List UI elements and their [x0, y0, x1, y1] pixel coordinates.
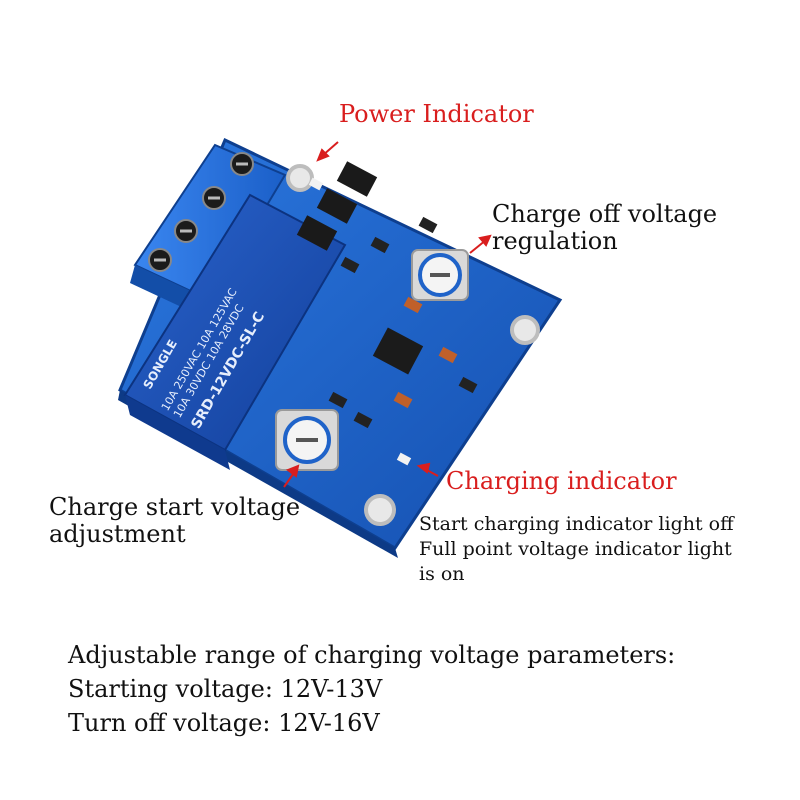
- spec-line2: Starting voltage: 12V-13V: [68, 675, 383, 703]
- charging-led: [396, 452, 412, 466]
- potentiometer-charge-start: [275, 409, 339, 471]
- charge-start-label-line1: Charge start voltage: [49, 493, 301, 521]
- spec-line1: Adjustable range of charging voltage par…: [68, 641, 676, 669]
- charge-off-label-line2: regulation: [492, 227, 618, 255]
- callout-arrows: [283, 141, 492, 488]
- charging-indicator-label: Charging indicator: [446, 467, 677, 495]
- smd-components: [296, 161, 478, 466]
- charge-off-label-line1: Charge off voltage: [492, 200, 718, 228]
- spec-line3: Turn off voltage: 12V-16V: [68, 709, 380, 737]
- arrow-charge-start-head: [285, 464, 300, 478]
- arrow-charge-off-head: [478, 234, 492, 247]
- arrow-charging-head: [416, 462, 431, 474]
- power-indicator-label: Power Indicator: [339, 100, 534, 128]
- relay: SONGLE 10A 250VAC 10A 125VAC 10A 30VDC 1…: [123, 193, 347, 470]
- charge-start-label-line2: adjustment: [49, 520, 186, 548]
- note-line1: Start charging indicator light off: [419, 513, 734, 535]
- power-led: [308, 177, 324, 191]
- note-line3: is on: [419, 563, 465, 585]
- potentiometer-charge-off: [411, 249, 469, 301]
- note-line2: Full point voltage indicator light: [419, 538, 732, 560]
- arrow-power-head: [316, 148, 330, 162]
- mounting-holes: [286, 164, 540, 526]
